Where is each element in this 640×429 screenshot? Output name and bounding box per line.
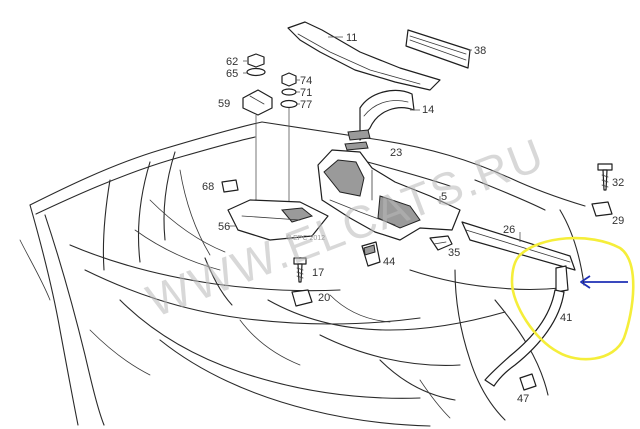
part-56-plate (227, 199, 329, 241)
part-number-47: 47 (517, 393, 529, 405)
part-number-56: 56 (218, 221, 230, 233)
part-26-rail (461, 221, 576, 271)
part-number-23: 23 (390, 147, 402, 159)
part-59-clip (242, 89, 273, 205)
part-32-screw (597, 163, 613, 191)
part-5-tray (317, 149, 461, 241)
fastener-nut-62-65 (243, 53, 266, 77)
pointer-arrow-icon (580, 275, 628, 289)
part-23-plate (344, 129, 371, 151)
part-number-14: 14 (422, 104, 434, 116)
part-number-5: 5 (441, 191, 447, 203)
part-14-cover (359, 89, 420, 141)
part-number-17: 17 (312, 267, 324, 279)
part-11-bracket (287, 21, 441, 91)
part-20-clip (291, 289, 313, 307)
part-number-74: 74 (300, 75, 312, 87)
part-number-62: 62 (226, 56, 238, 68)
part-number-32: 32 (612, 177, 624, 189)
car-body-outline (19, 121, 586, 427)
part-number-26: 26 (503, 224, 515, 236)
part-38-strip (405, 29, 472, 69)
part-44-bracket (361, 241, 381, 267)
part-number-11: 11 (346, 32, 357, 44)
fastener-stack-74-71-77 (280, 72, 300, 222)
highlight-circle (510, 236, 635, 361)
part-29-clip (591, 201, 613, 217)
part-number-71: 71 (300, 87, 312, 99)
copyright-small-text: © EPC 2012 (286, 234, 325, 242)
part-17-screw (293, 257, 307, 283)
part-number-77: 77 (300, 99, 312, 111)
part-number-38: 38 (474, 45, 486, 57)
part-41-hose (484, 265, 569, 387)
part-47-clip (519, 373, 537, 391)
part-number-68: 68 (202, 181, 214, 193)
part-number-29: 29 (612, 215, 624, 227)
part-68-tab (221, 179, 239, 193)
part-number-44: 44 (383, 256, 395, 268)
part-number-65: 65 (226, 68, 238, 80)
part-number-35: 35 (448, 247, 460, 259)
part-number-41: 41 (560, 312, 572, 324)
part-35-clip (429, 235, 453, 251)
part-number-20: 20 (318, 292, 330, 304)
part-number-59: 59 (218, 98, 230, 110)
